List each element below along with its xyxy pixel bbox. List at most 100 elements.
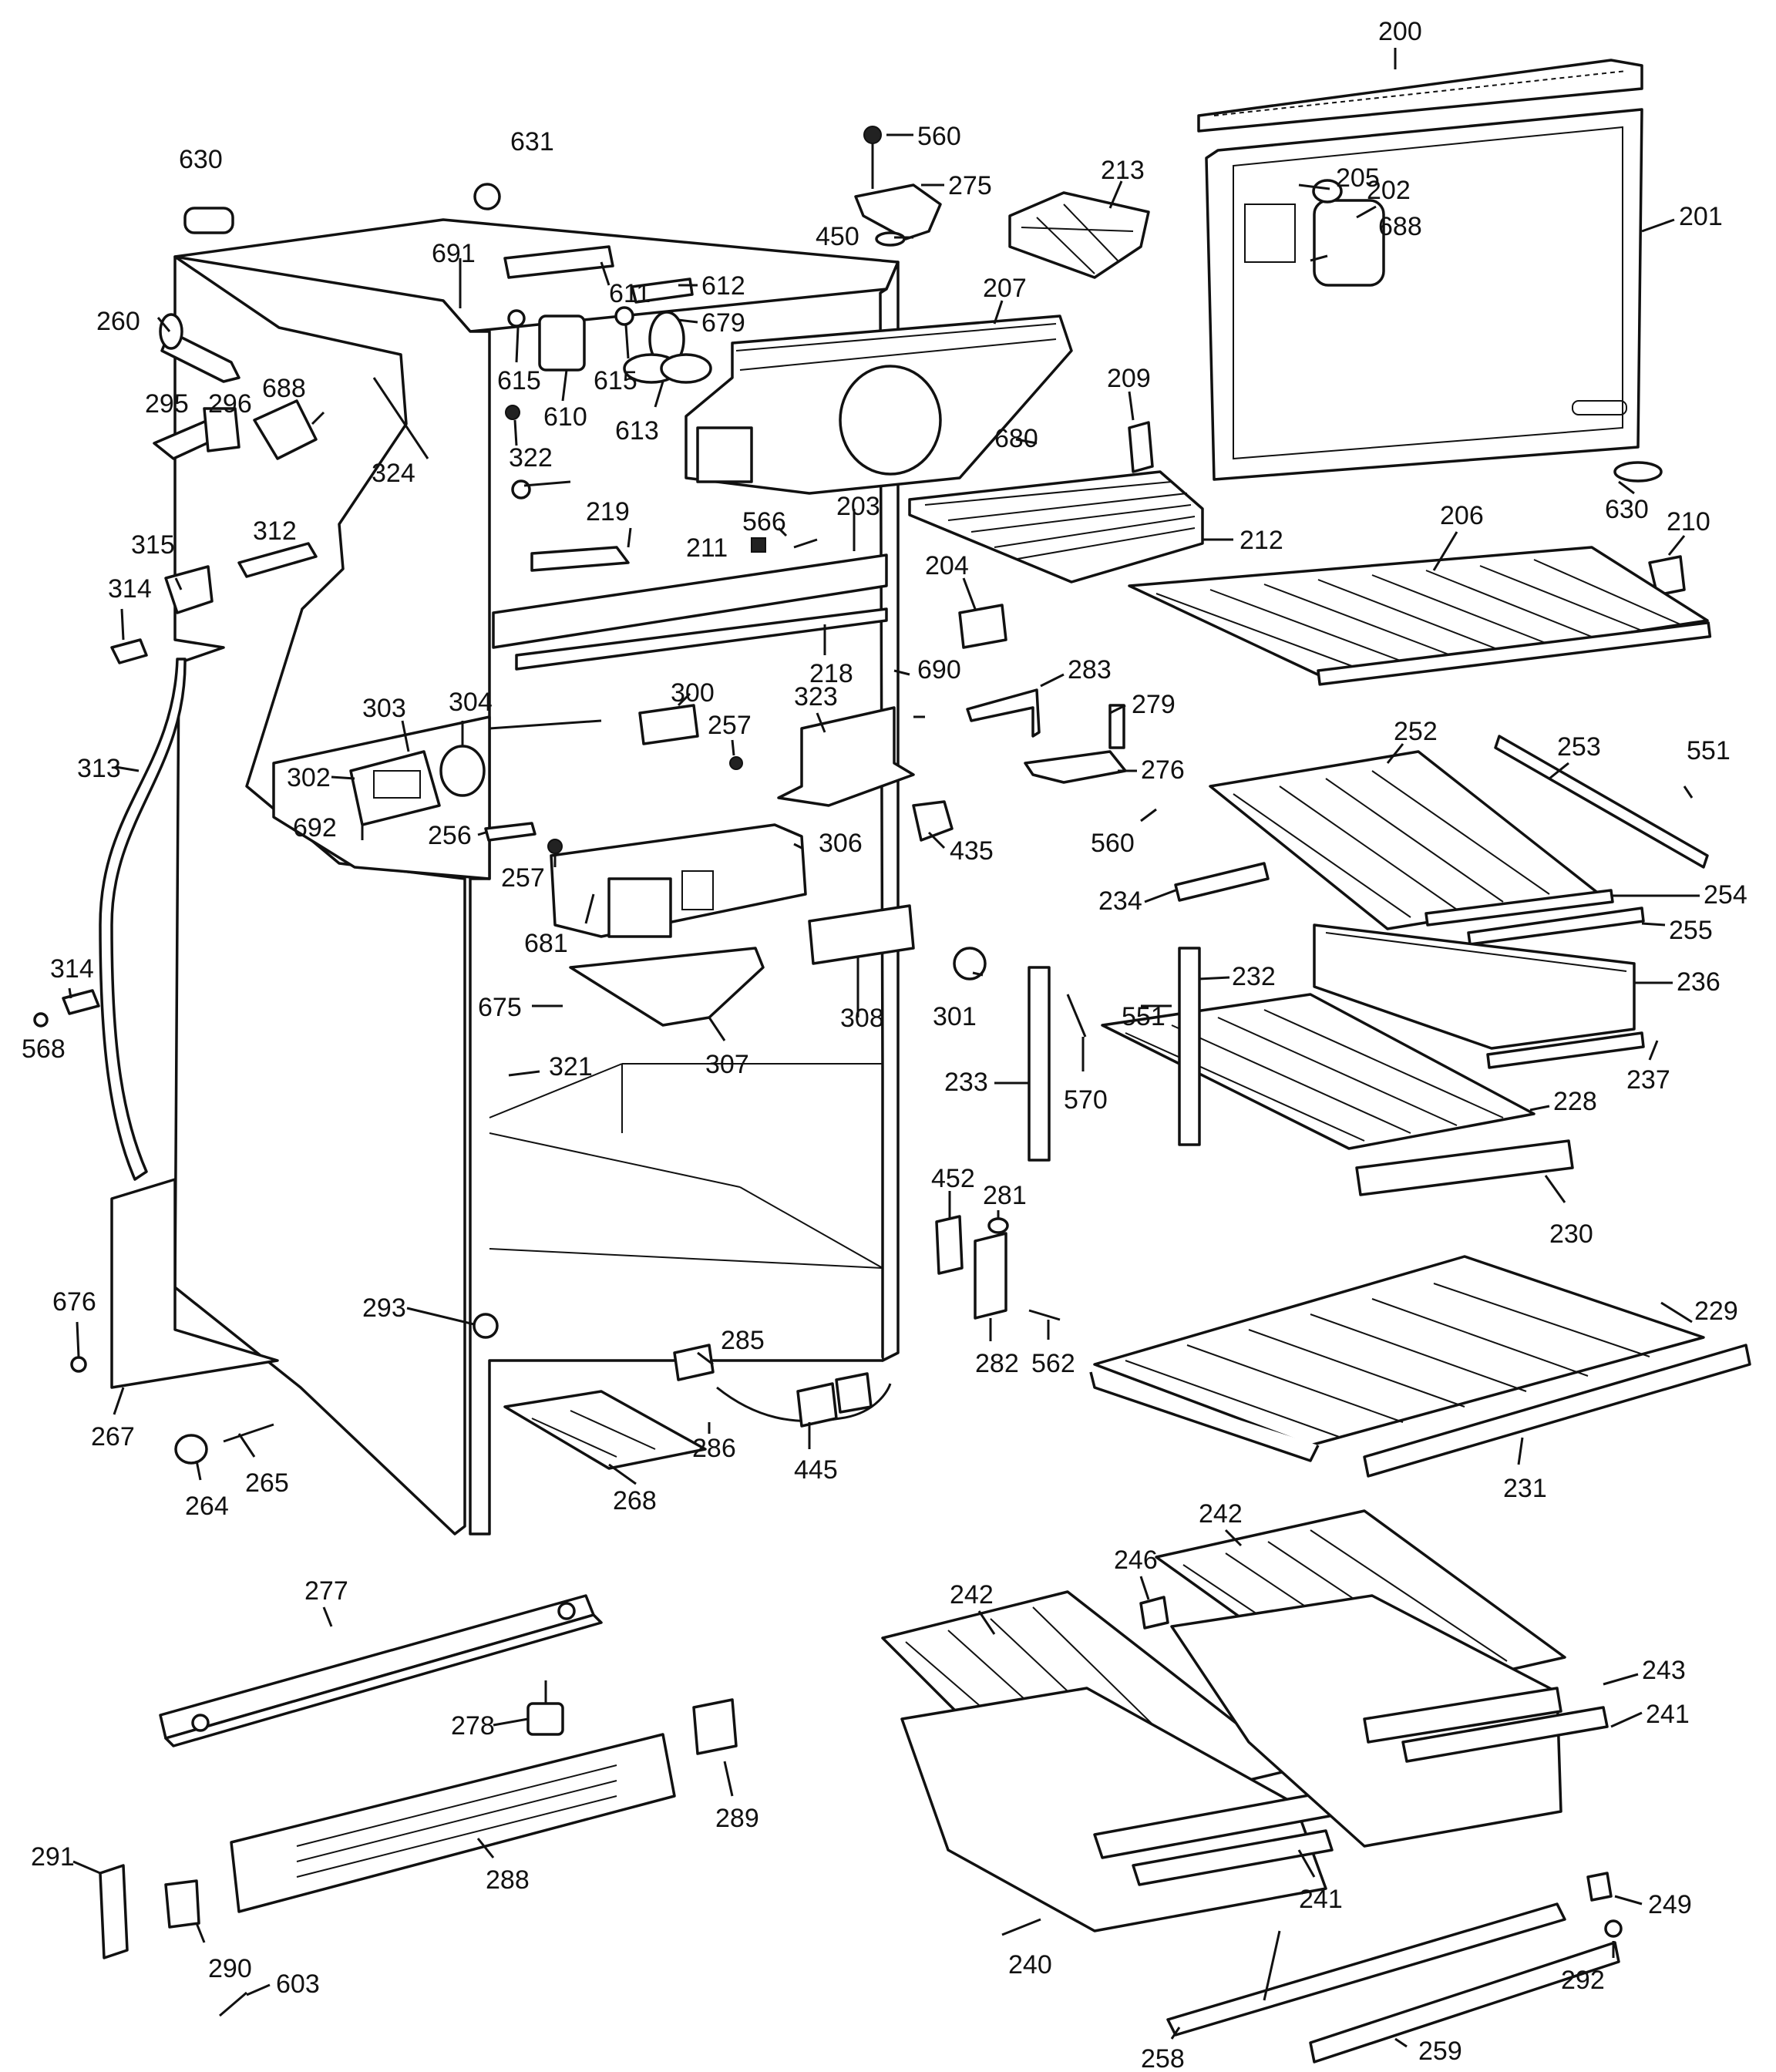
label-450: 450 [816, 222, 859, 251]
label-243: 243 [1642, 1656, 1686, 1685]
label-688-right: 688 [1378, 212, 1422, 241]
rail-230 [1355, 1139, 1574, 1196]
screw-568 [33, 1012, 49, 1028]
label-291: 291 [31, 1842, 75, 1872]
label-203: 203 [836, 492, 880, 521]
label-324: 324 [372, 459, 415, 488]
part-290 [164, 1879, 200, 1929]
label-257-right: 257 [708, 711, 752, 740]
thermostat-300 [638, 704, 699, 745]
label-253: 253 [1557, 732, 1601, 762]
label-293: 293 [362, 1293, 406, 1323]
rail-253 [1494, 735, 1709, 869]
hinge-276 [1024, 750, 1127, 784]
plate-308 [808, 904, 915, 965]
diffuser-307 [569, 947, 765, 1027]
label-240: 240 [1008, 1950, 1052, 1980]
label-300: 300 [671, 678, 715, 708]
label-268: 268 [613, 1486, 657, 1515]
label-290: 290 [208, 1954, 252, 1983]
label-264: 264 [185, 1492, 229, 1521]
label-323: 323 [794, 682, 838, 711]
part-315 [164, 565, 214, 614]
grommet-630-right [1613, 461, 1663, 483]
control-housing-306 [550, 823, 807, 938]
leader-lines [68, 48, 1700, 2048]
rail-241-left [1132, 1829, 1334, 1886]
label-562: 562 [1031, 1349, 1075, 1378]
label-242-left: 242 [950, 1580, 994, 1610]
part-265 [223, 1423, 274, 1443]
label-283: 283 [1068, 655, 1112, 684]
hinge-275 [854, 126, 942, 247]
label-231: 231 [1503, 1474, 1547, 1503]
label-630-right: 630 [1605, 495, 1649, 524]
label-249: 249 [1648, 1890, 1692, 1919]
screw-562 [1028, 1309, 1061, 1321]
label-206: 206 [1440, 501, 1484, 530]
label-304: 304 [449, 688, 493, 717]
label-676: 676 [52, 1287, 96, 1317]
part-676 [70, 1356, 87, 1373]
part-630-left [183, 207, 234, 234]
tube-312 [237, 542, 318, 578]
label-613: 613 [615, 416, 659, 446]
label-303: 303 [362, 694, 406, 723]
part-number-labels: 200 201 202 205 688 213 560 275 450 207 … [22, 17, 1747, 2072]
label-296: 296 [208, 389, 252, 419]
label-313: 313 [77, 754, 121, 783]
part-278 [526, 1680, 564, 1736]
label-278: 278 [451, 1711, 495, 1741]
drawer-right [1170, 1594, 1562, 1848]
label-282: 282 [975, 1349, 1019, 1378]
label-681: 681 [524, 929, 568, 958]
hinge-282 [974, 1232, 1007, 1320]
label-230: 230 [1549, 1219, 1593, 1249]
label-265: 265 [245, 1468, 289, 1498]
clip-314-top [110, 638, 148, 664]
label-229: 229 [1694, 1297, 1738, 1326]
freezer-shelf-212 [908, 470, 1204, 584]
grille-288 [230, 1733, 676, 1913]
label-312: 312 [253, 516, 297, 546]
part-246 [1139, 1596, 1169, 1630]
label-275: 275 [948, 171, 992, 200]
washer-281 [987, 1217, 1009, 1234]
label-232: 232 [1232, 962, 1276, 991]
door-panel-201 [1205, 108, 1643, 481]
label-675: 675 [478, 993, 522, 1022]
label-242-right: 242 [1199, 1499, 1243, 1529]
drawer-236 [1313, 923, 1636, 1050]
label-679: 679 [701, 308, 745, 338]
screw-603 [219, 1991, 247, 2017]
ice-tray-213 [1008, 191, 1150, 279]
screw-322 [505, 405, 520, 420]
label-257-left: 257 [501, 863, 545, 893]
label-691: 691 [432, 239, 476, 268]
bracket-612 [631, 278, 694, 304]
label-560-top: 560 [917, 122, 961, 151]
rail-254 [1424, 889, 1614, 927]
label-260: 260 [96, 307, 140, 336]
part-256 [484, 822, 536, 842]
label-570: 570 [1064, 1085, 1108, 1115]
panel-267 [110, 1178, 279, 1389]
label-295: 295 [145, 389, 189, 419]
label-314-bottom: 314 [50, 954, 94, 984]
shelf-228 [1101, 993, 1536, 1150]
label-277: 277 [304, 1576, 348, 1606]
connector-445b [835, 1372, 873, 1414]
label-688-left: 688 [262, 374, 306, 403]
label-204: 204 [925, 551, 969, 580]
rail-218 [492, 553, 888, 671]
label-680: 680 [994, 424, 1038, 453]
label-302: 302 [287, 763, 331, 792]
bracket-611 [503, 245, 614, 279]
label-314-top: 314 [108, 574, 152, 604]
label-228: 228 [1553, 1087, 1597, 1116]
rail-258 [1166, 1902, 1566, 2037]
part-435 [912, 800, 954, 842]
part-295 [153, 407, 240, 460]
clip-291 [99, 1864, 129, 1959]
label-315: 315 [131, 530, 175, 560]
